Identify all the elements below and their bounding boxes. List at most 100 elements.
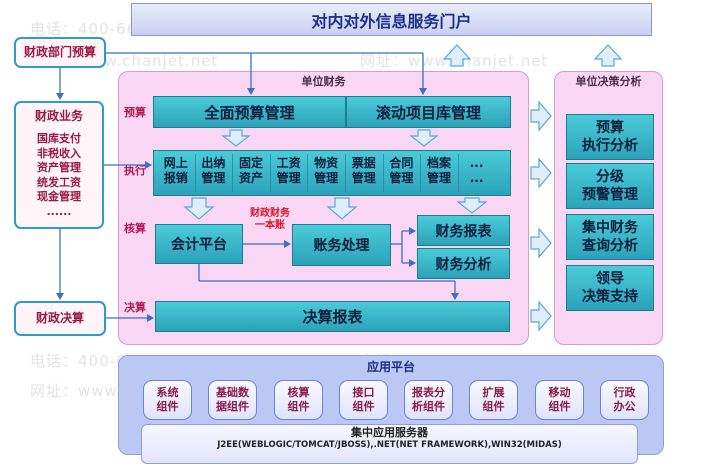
decision-item-line: 查询分析 bbox=[582, 238, 638, 254]
connector-arrows bbox=[56, 44, 623, 332]
exec-module: 出纳管理 bbox=[196, 156, 232, 186]
exec-module-divider bbox=[420, 154, 422, 192]
decision-item-line: 分级 bbox=[596, 169, 624, 185]
exec-module-divider bbox=[457, 154, 459, 192]
info-service-portal: 对内对外信息服务门户 bbox=[131, 3, 652, 36]
exec-modules-bar bbox=[153, 150, 511, 196]
exec-module-line: 出纳 bbox=[201, 156, 226, 170]
platform-component-line: 扩展 bbox=[482, 386, 505, 399]
exec-module-line: 物资 bbox=[314, 156, 339, 170]
row-label-execute: 执行 bbox=[124, 164, 146, 177]
decision-item-line: 执行分析 bbox=[582, 138, 638, 154]
account-processing-box: 账务处理 bbox=[292, 224, 391, 266]
decision-item-line: 预算 bbox=[596, 120, 624, 136]
exec-module-divider bbox=[307, 154, 309, 192]
block-arrow-right bbox=[530, 100, 552, 132]
platform-component: 扩展组件 bbox=[469, 380, 518, 420]
decision-item: 预算执行分析 bbox=[566, 114, 654, 160]
platform-component: 接口组件 bbox=[339, 380, 388, 420]
block-arrow-down bbox=[456, 197, 488, 214]
exec-module-line: 档案 bbox=[426, 156, 451, 170]
exec-module: ...... bbox=[459, 156, 495, 186]
decision-item: 分级预警管理 bbox=[566, 163, 654, 209]
platform-component: 报表分析组件 bbox=[404, 380, 453, 420]
exec-module-line: 工资 bbox=[276, 156, 301, 170]
exec-module-line: 网上 bbox=[163, 156, 188, 170]
finance-business-item: 非税收入 bbox=[37, 146, 81, 160]
finance-dept-budget-box: 财政部门预算 bbox=[14, 37, 106, 68]
block-arrow-right bbox=[530, 227, 552, 259]
exec-module-line: 管理 bbox=[314, 171, 339, 185]
final-report-box: 决算报表 bbox=[155, 301, 510, 332]
exec-module-line: 管理 bbox=[351, 171, 376, 185]
finance-business-title: 财政业务 bbox=[34, 109, 83, 123]
exec-module: 工资管理 bbox=[271, 156, 307, 186]
block-arrow-down bbox=[183, 197, 215, 220]
platform-component-line: 据组件 bbox=[216, 400, 249, 413]
one-ledger-note-line1: 财政财务 bbox=[250, 208, 290, 219]
exec-module: 合同管理 bbox=[384, 156, 420, 186]
exec-module-line: 合同 bbox=[389, 156, 414, 170]
platform-component-line: 办公 bbox=[613, 400, 636, 413]
platform-component-line: 析组件 bbox=[412, 400, 445, 413]
financial-report-box: 财务报表 bbox=[417, 215, 510, 246]
platform-component-line: 基础数 bbox=[216, 386, 249, 399]
decision-title: 单位决策分析 bbox=[575, 75, 642, 88]
unit-finance-title: 单位财务 bbox=[301, 75, 346, 88]
exec-module-line: 固定 bbox=[238, 156, 263, 170]
platform-component-line: 组件 bbox=[548, 400, 571, 413]
finance-business-item: 国库支付 bbox=[37, 132, 81, 145]
exec-module: 票据管理 bbox=[346, 156, 382, 186]
exec-module-line: 资产 bbox=[238, 171, 263, 185]
block-arrow-down bbox=[221, 129, 251, 147]
platform-component-line: 组件 bbox=[287, 400, 310, 413]
exec-module-divider bbox=[345, 154, 346, 192]
platform-component: 核算组件 bbox=[274, 380, 323, 420]
platform-component: 系统组件 bbox=[143, 380, 192, 420]
finance-business-item: 统发工资 bbox=[37, 175, 81, 189]
accounting-platform-box: 会计平台 bbox=[155, 224, 243, 264]
block-arrow-right bbox=[530, 157, 552, 189]
comprehensive-budget-box: 全面预算管理 bbox=[153, 96, 346, 128]
platform-component-line: 移动 bbox=[548, 386, 571, 399]
exec-module-divider bbox=[269, 154, 271, 192]
server-desc: J2EE(WEBLOGIC/TOMCAT/JBOSS),.NET(NET FRA… bbox=[217, 440, 562, 450]
server-title: 集中应用服务器 bbox=[351, 426, 428, 439]
block-arrow-up bbox=[442, 44, 472, 67]
exec-module: 物资管理 bbox=[308, 156, 344, 186]
block-arrow-right bbox=[530, 300, 552, 332]
platform-component-line: 报表分 bbox=[412, 386, 445, 399]
finance-business-item: ...... bbox=[46, 204, 72, 218]
exec-module-line: 管理 bbox=[426, 171, 451, 185]
exec-module-line: 报销 bbox=[163, 171, 188, 185]
platform-title: 应用平台 bbox=[366, 360, 415, 374]
finance-business-list: 国库支付非税收入资产管理统发工资现金管理...... bbox=[16, 132, 102, 219]
finance-settlement-box: 财政决算 bbox=[14, 301, 106, 336]
block-arrow-down bbox=[326, 197, 358, 220]
finance-business-item: 现金管理 bbox=[37, 190, 81, 203]
row-label-accounting: 核算 bbox=[124, 222, 146, 235]
platform-component-line: 核算 bbox=[287, 386, 310, 399]
decision-item-line: 决策支持 bbox=[582, 289, 638, 305]
exec-module-line: ... bbox=[469, 156, 484, 170]
exec-module-line: 票据 bbox=[351, 156, 376, 170]
decision-item-line: 领导 bbox=[596, 271, 624, 287]
platform-component-line: 组件 bbox=[482, 400, 505, 413]
exec-modules: 网上报销出纳管理固定资产工资管理物资管理票据管理合同管理档案管理...... bbox=[153, 150, 511, 196]
financial-analysis-box: 财务分析 bbox=[417, 248, 510, 279]
one-ledger-note-line2: 一本账 bbox=[255, 220, 285, 231]
exec-module-line: ... bbox=[469, 171, 484, 185]
block-arrow-up bbox=[593, 44, 623, 67]
platform-component: 基础数据组件 bbox=[208, 380, 257, 420]
exec-module-divider bbox=[232, 154, 234, 192]
exec-module-line: 管理 bbox=[276, 171, 301, 185]
decision-item: 集中财务查询分析 bbox=[566, 214, 654, 260]
row-label-budget: 预算 bbox=[124, 106, 146, 119]
platform-component-line: 行政 bbox=[613, 386, 636, 399]
exec-module: 固定资产 bbox=[233, 156, 269, 186]
exec-module-line: 管理 bbox=[389, 171, 414, 185]
platform-component-line: 系统 bbox=[156, 386, 179, 399]
rolling-project-box: 滚动项目库管理 bbox=[346, 96, 511, 128]
decision-item-line: 集中财务 bbox=[582, 220, 638, 236]
decision-item: 领导决策支持 bbox=[566, 265, 654, 311]
